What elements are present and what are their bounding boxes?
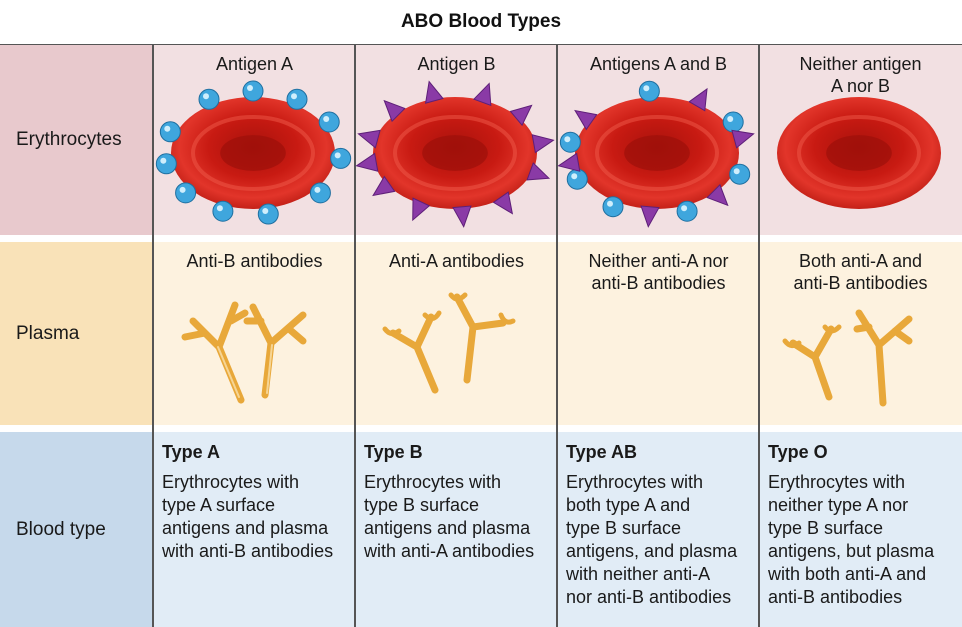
type-description: Erythrocytes with type A surface antigen… [162,472,334,561]
antigen-label-type-a: Antigen A [215,54,294,74]
antibody-label-type-b: Anti-A antibodies [388,251,525,271]
rbc-icon [575,97,739,209]
type-name: Type AB [566,442,638,462]
row-label-blood-type: Blood type [0,432,152,627]
column-divider [152,45,154,627]
type-name: Type A [162,442,221,462]
type-name: Type B [364,442,423,462]
antigen-label-type-o: Neither antigen A nor B [799,54,922,96]
anti-a-antibodies-icon [382,292,516,394]
antibody-label-type-o: Both anti-A and anti-B antibodies [793,251,928,293]
row-label-erythrocytes: Erythrocytes [0,45,152,235]
rbc-icon [373,97,537,209]
rbc-icon [171,97,335,209]
type-description: Erythrocytes with both type A and type B… [566,472,738,607]
diagram-title: ABO Blood Types [0,0,962,45]
antibody-label-type-a: Anti-B antibodies [186,251,323,271]
row-label-plasma: Plasma [0,242,152,425]
anti-b-antibodies-icon [181,301,307,404]
column-divider [758,45,760,627]
erythrocyte-type-ab [557,80,755,228]
type-name: Type O [768,442,828,462]
row-gap [0,425,962,432]
column-divider [354,45,356,627]
type-description: Erythrocytes with neither type A nor typ… [768,472,935,607]
type-description: Erythrocytes with type B surface antigen… [364,472,535,561]
blood-type-b: Type B Erythrocytes with type B surface … [355,442,558,563]
blood-type-o: Type O Erythrocytes with neither type A … [759,442,962,609]
erythrocyte-type-o [777,97,941,209]
erythrocyte-type-b [355,80,555,228]
antibody-label-type-ab: Neither anti-A nor anti-B antibodies [588,251,729,293]
plasma-row: Plasma [0,242,962,425]
antigen-label-type-b: Antigen B [417,54,496,74]
blood-type-a: Type A Erythrocytes with type A surface … [153,442,356,563]
anti-a-and-anti-b-antibodies-icon [782,309,913,407]
blood-type-row: Blood type [0,432,962,627]
blood-type-ab: Type AB Erythrocytes with both type A an… [557,442,760,609]
row-gap [0,235,962,242]
antigen-label-type-ab: Antigens A and B [589,54,728,74]
erythrocyte-type-a [155,80,352,225]
rbc-icon [777,97,941,209]
column-divider [556,45,558,627]
